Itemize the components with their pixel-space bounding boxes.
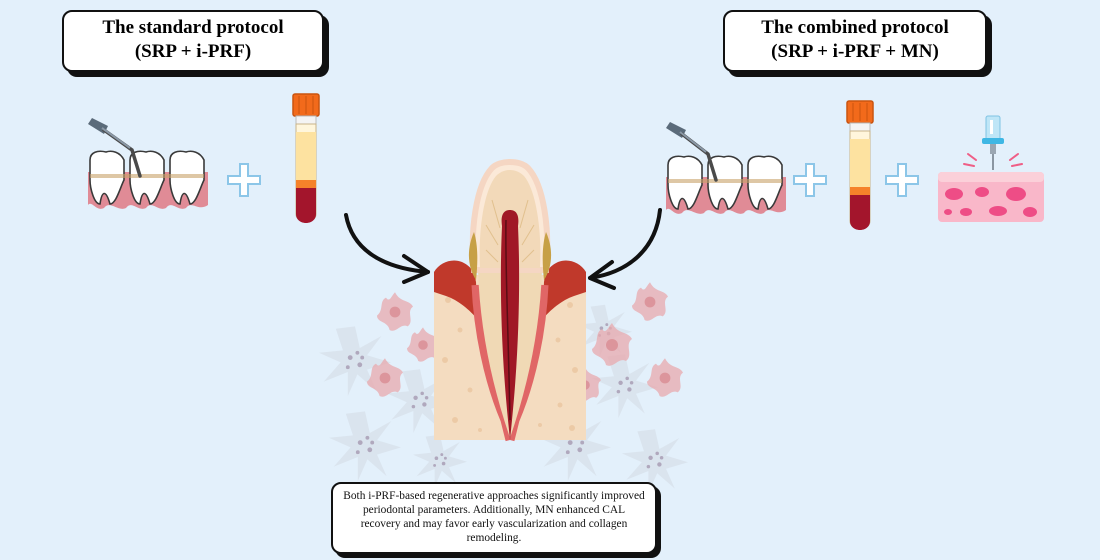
- blood-tube-icon: [292, 93, 320, 223]
- plus-icon: [227, 163, 261, 197]
- teeth-row-icon: [88, 150, 208, 209]
- arrow-right-icon: [588, 208, 662, 290]
- combined-protocol-label: The combined protocol (SRP + i-PRF + MN): [723, 10, 987, 72]
- arrow-left-icon: [344, 213, 430, 284]
- dental-scaler-icon: [88, 118, 142, 178]
- tooth-cross-section-icon: [434, 159, 586, 442]
- blood-tube-icon: [846, 100, 874, 230]
- conclusion-caption: Both i-PRF-based regenerative approaches…: [331, 482, 657, 554]
- combined-protocol-subtitle: (SRP + i-PRF + MN): [771, 41, 939, 62]
- standard-protocol-subtitle: (SRP + i-PRF): [134, 41, 252, 62]
- plus-icon: [885, 163, 919, 197]
- plus-icon: [793, 163, 827, 197]
- microneedling-skin-icon: [938, 115, 1044, 222]
- dental-scaler-icon: [666, 122, 718, 182]
- standard-protocol-label: The standard protocol (SRP + i-PRF): [62, 10, 324, 72]
- teeth-row-icon: [666, 155, 786, 214]
- standard-protocol-title: The standard protocol: [102, 17, 284, 38]
- combined-protocol-title: The combined protocol: [761, 17, 949, 38]
